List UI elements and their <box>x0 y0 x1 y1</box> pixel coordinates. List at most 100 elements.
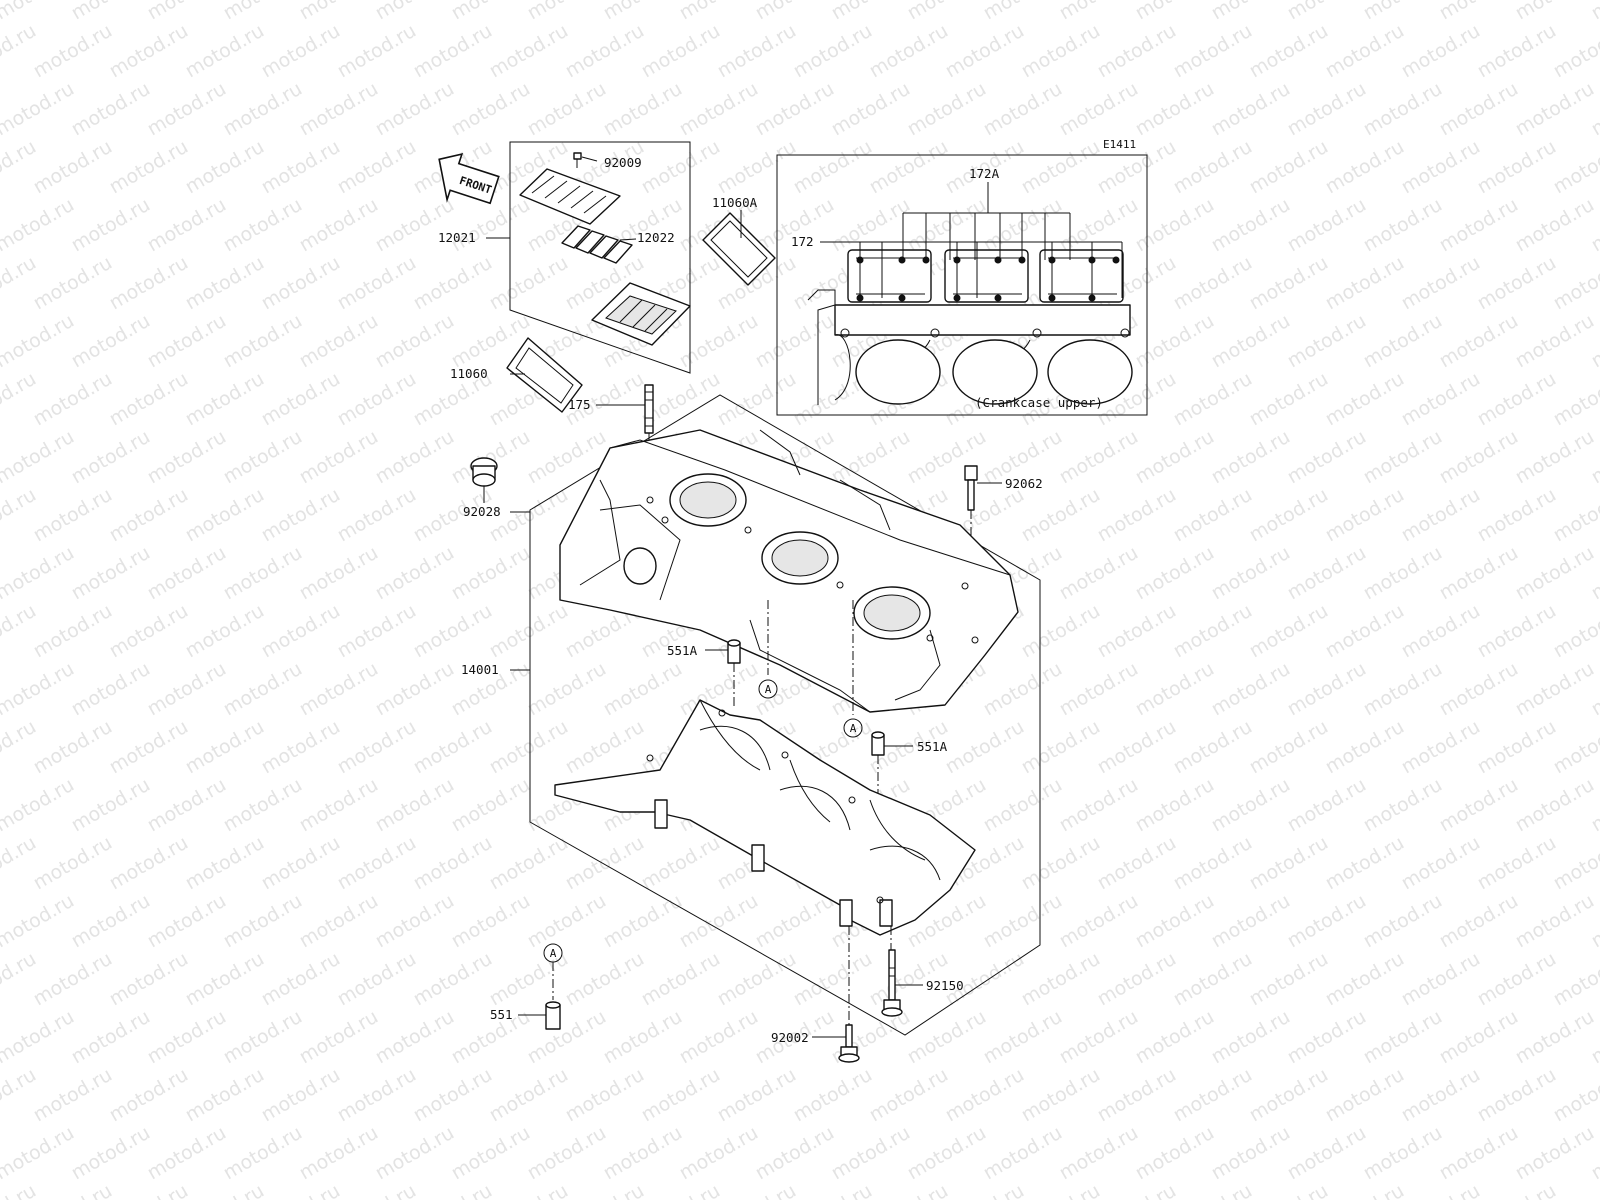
watermark-text: motod.ru <box>144 310 230 373</box>
callout-marker-a-upper: A <box>758 679 778 699</box>
watermark-text: motod.ru <box>486 716 572 779</box>
watermark-text: motod.ru <box>676 0 762 24</box>
watermark-text: motod.ru <box>144 426 230 489</box>
watermark-text: motod.ru <box>0 194 78 257</box>
watermark-text: motod.ru <box>296 0 382 24</box>
watermark-text: motod.ru <box>1170 252 1256 315</box>
watermark-text: motod.ru <box>1512 0 1598 24</box>
watermark-text: motod.ru <box>296 426 382 489</box>
watermark-text: motod.ru <box>676 1122 762 1185</box>
label-92150: 92150 <box>926 978 964 993</box>
watermark-text: motod.ru <box>1398 368 1484 431</box>
watermark-text: motod.ru <box>942 1064 1028 1127</box>
watermark-text: motod.ru <box>220 542 306 605</box>
watermark-text: motod.ru <box>182 832 268 895</box>
callout-marker-a-middle: A <box>843 718 863 738</box>
watermark-text: motod.ru <box>410 948 496 1011</box>
watermark-text: motod.ru <box>106 1180 192 1200</box>
watermark-text: motod.ru <box>1436 774 1522 837</box>
watermark-text: motod.ru <box>144 542 230 605</box>
watermark-text: motod.ru <box>1322 1064 1408 1127</box>
watermark-text: motod.ru <box>1284 890 1370 953</box>
watermark-text: motod.ru <box>1360 194 1446 257</box>
watermark-text: motod.ru <box>182 1180 268 1200</box>
label-92009: 92009 <box>604 155 642 170</box>
watermark-text: motod.ru <box>676 890 762 953</box>
watermark-text: motod.ru <box>68 542 154 605</box>
watermark-text: motod.ru <box>410 716 496 779</box>
watermark-text: motod.ru <box>1056 1006 1142 1069</box>
watermark-text: motod.ru <box>448 1122 534 1185</box>
watermark-text: motod.ru <box>258 832 344 895</box>
label-14001: 14001 <box>461 662 499 677</box>
watermark-text: motod.ru <box>68 310 154 373</box>
watermark-text: motod.ru <box>372 0 458 24</box>
watermark-text: motod.ru <box>144 0 230 24</box>
watermark-text: motod.ru <box>600 78 686 141</box>
watermark-text: motod.ru <box>182 368 268 431</box>
watermark-text: motod.ru <box>790 1064 876 1127</box>
watermark-text: motod.ru <box>220 426 306 489</box>
watermark-text: motod.ru <box>1474 252 1560 315</box>
watermark-text: motod.ru <box>1284 1006 1370 1069</box>
watermark-text: motod.ru <box>0 890 78 953</box>
watermark-text: motod.ru <box>1284 0 1370 24</box>
watermark-text: motod.ru <box>1246 368 1332 431</box>
watermark-text: motod.ru <box>220 194 306 257</box>
watermark-text: motod.ru <box>1360 890 1446 953</box>
watermark-text: motod.ru <box>1360 310 1446 373</box>
watermark-text: motod.ru <box>1018 600 1104 663</box>
bolt-92002 <box>838 1024 860 1063</box>
watermark-text: motod.ru <box>1056 78 1142 141</box>
watermark-text: motod.ru <box>1246 20 1332 83</box>
watermark-text: motod.ru <box>1018 136 1104 199</box>
gasket-11060A <box>702 210 776 286</box>
label-172: 172 <box>791 234 814 249</box>
watermark-text: motod.ru <box>410 20 496 83</box>
watermark-text: motod.ru <box>220 1122 306 1185</box>
watermark-text: motod.ru <box>1018 948 1104 1011</box>
watermark-text: motod.ru <box>714 20 800 83</box>
watermark-text: motod.ru <box>1094 1180 1180 1200</box>
watermark-text: motod.ru <box>0 542 78 605</box>
watermark-text: motod.ru <box>220 78 306 141</box>
watermark-text: motod.ru <box>1132 0 1218 24</box>
inset-box <box>776 154 1148 416</box>
watermark-text: motod.ru <box>144 194 230 257</box>
watermark-text: motod.ru <box>1208 310 1294 373</box>
watermark-text: motod.ru <box>904 0 990 24</box>
watermark-text: motod.ru <box>1322 484 1408 547</box>
gasket-11060 <box>506 337 583 413</box>
watermark-text: motod.ru <box>258 1064 344 1127</box>
watermark-text: motod.ru <box>182 948 268 1011</box>
callout-marker-a-lower: A <box>543 943 563 963</box>
watermark-text: motod.ru <box>676 78 762 141</box>
watermark-text: motod.ru <box>1474 20 1560 83</box>
watermark-text: motod.ru <box>258 600 344 663</box>
watermark-text: motod.ru <box>372 194 458 257</box>
watermark-text: motod.ru <box>0 658 78 721</box>
watermark-text: motod.ru <box>410 600 496 663</box>
watermark-text: motod.ru <box>144 658 230 721</box>
watermark-text: motod.ru <box>182 1064 268 1127</box>
watermark-text: motod.ru <box>334 948 420 1011</box>
watermark-text: motod.ru <box>676 310 762 373</box>
label-551A-lower: 551A <box>917 739 948 754</box>
watermark-text: motod.ru <box>1360 426 1446 489</box>
watermark-text: motod.ru <box>334 484 420 547</box>
watermark-text: motod.ru <box>1018 20 1104 83</box>
watermark-text: motod.ru <box>1094 484 1180 547</box>
watermark-text: motod.ru <box>1550 832 1600 895</box>
watermark-text: motod.ru <box>1474 1064 1560 1127</box>
watermark-text: motod.ru <box>980 1006 1066 1069</box>
watermark-text: motod.ru <box>1246 832 1332 895</box>
diagram-code: E1411 <box>1103 138 1136 151</box>
watermark-text: motod.ru <box>1018 1064 1104 1127</box>
inset-caption: (Crankcase upper) <box>975 395 1103 410</box>
watermark-text: motod.ru <box>334 1180 420 1200</box>
watermark-text: motod.ru <box>1550 948 1600 1011</box>
watermark-text: motod.ru <box>980 0 1066 24</box>
watermark-text: motod.ru <box>372 1122 458 1185</box>
watermark-text: motod.ru <box>334 368 420 431</box>
watermark-text: motod.ru <box>904 1122 990 1185</box>
